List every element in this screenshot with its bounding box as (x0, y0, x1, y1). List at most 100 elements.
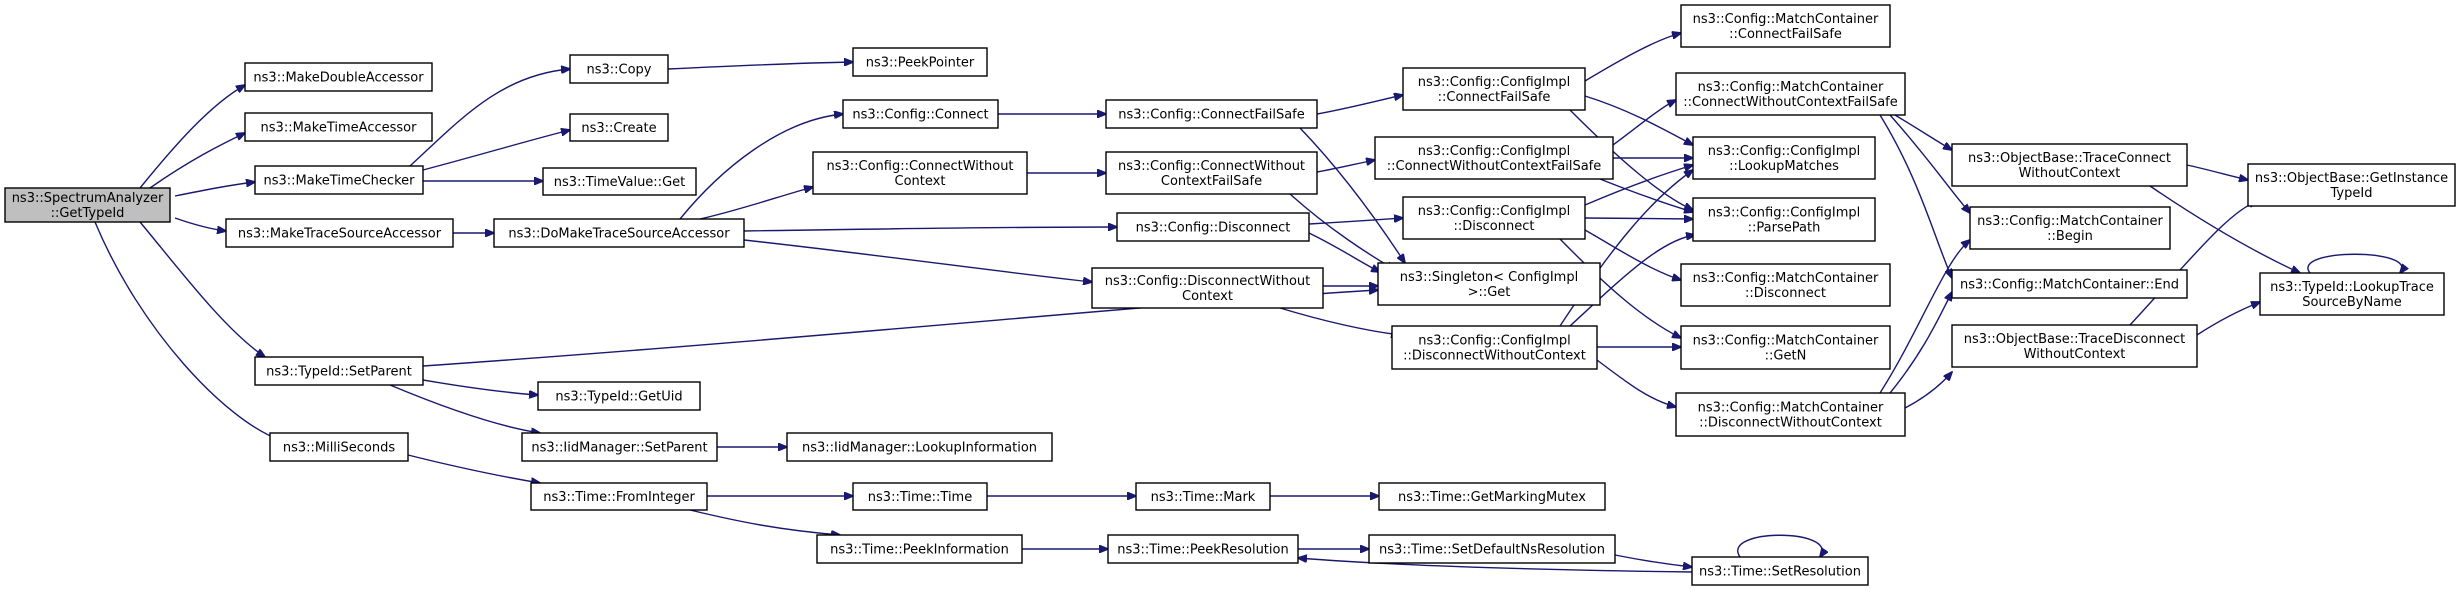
node-box (1402, 196, 1586, 240)
node-getmarkingmutex[interactable]: ns3::Time::GetMarkingMutex (1378, 482, 1606, 511)
node-mktimechk[interactable]: ns3::MakeTimeChecker (254, 165, 424, 195)
node-label: ::GetTypeId (51, 206, 125, 221)
node-box (1691, 556, 1869, 586)
node-timetime[interactable]: ns3::Time::Time (852, 482, 988, 511)
edge-implconnectfs-to-mcconnectfs (1584, 33, 1681, 82)
node-label: ns3::TypeId::SetParent (266, 365, 412, 380)
node-box (1135, 482, 1271, 511)
node-root[interactable]: ns3::SpectrumAnalyzer::GetTypeId (4, 187, 171, 223)
node-setdefaultns[interactable]: ns3::Time::SetDefaultNsResolution (1368, 534, 1616, 564)
node-mktimeacc[interactable]: ns3::MakeTimeAccessor (244, 112, 433, 142)
node-label: ns3::Time::SetDefaultNsResolution (1379, 543, 1605, 558)
node-label: ::Disconnect (1745, 286, 1826, 301)
edge-impldisconnect-to-lookupmatches (1584, 165, 1693, 206)
node-label: ns3::IidManager::LookupInformation (802, 441, 1037, 456)
node-iidsetparent[interactable]: ns3::IidManager::SetParent (521, 432, 718, 462)
node-box (1091, 267, 1324, 309)
node-mcconnectfs[interactable]: ns3::Config::MatchContainer::ConnectFail… (1680, 4, 1891, 48)
node-label: Context (895, 174, 946, 189)
node-millis[interactable]: ns3::MilliSeconds (269, 432, 409, 462)
edge-setdefaultns-to-setres (1614, 554, 1692, 567)
node-mcend[interactable]: ns3::Config::MatchContainer::End (1951, 269, 2188, 299)
edge-root-to-mktimechk (174, 182, 255, 197)
edge-typeidlookup-to-typeidlookup (2307, 253, 2402, 273)
edge-domaketrace-to-cfgconnectwoctx (699, 187, 813, 220)
node-mcdisconnectwoctx[interactable]: ns3::Config::MatchContainer::DisconnectW… (1675, 392, 1906, 437)
edge-frominteger-to-peekinfo (689, 509, 840, 535)
edge-millis-to-frominteger (407, 454, 540, 483)
node-mktrace[interactable]: ns3::MakeTraceSourceAccessor (225, 218, 454, 248)
node-label: ns3::Config::MatchContainer (1693, 12, 1879, 27)
node-cfgconnectwoctx[interactable]: ns3::Config::ConnectWithoutContext (812, 151, 1028, 195)
node-obtracedisconnectwoctx[interactable]: ns3::ObjectBase::TraceDisconnectWithoutC… (1951, 324, 2198, 368)
node-singleton[interactable]: ns3::Singleton< ConfigImpl>::Get (1377, 262, 1601, 306)
node-box (254, 356, 424, 386)
node-label: ns3::MakeTimeChecker (264, 174, 416, 189)
node-mcdisconnect[interactable]: ns3::Config::MatchContainer::Disconnect (1680, 263, 1891, 307)
node-setres[interactable]: ns3::Time::SetResolution (1691, 556, 1869, 586)
node-label: ::DisconnectWithoutContext (1403, 349, 1586, 364)
node-frominteger[interactable]: ns3::Time::FromInteger (530, 482, 708, 511)
edge-obtraceconnectwoctx-to-obgetinstance (2186, 164, 2248, 180)
node-label: ns3::Config::MatchContainer (1693, 334, 1879, 349)
node-label: ContextFailSafe (1161, 174, 1262, 189)
node-cfgconnect[interactable]: ns3::Config::Connect (842, 99, 999, 129)
node-implconnectfs[interactable]: ns3::Config::ConfigImpl::ConnectFailSafe (1402, 67, 1586, 111)
nodes: ns3::SpectrumAnalyzer::GetTypeIdns3::Mak… (4, 4, 2456, 586)
node-cfgconnectwoctxfs[interactable]: ns3::Config::ConnectWithoutContextFailSa… (1105, 151, 1318, 195)
node-mcgetn[interactable]: ns3::Config::MatchContainer::GetN (1680, 325, 1891, 370)
node-label: SourceByName (2302, 295, 2402, 310)
node-label: ns3::Config::MatchContainer (1977, 214, 2163, 229)
node-implconnectwoctxfs[interactable]: ns3::Config::ConfigImpl::ConnectWithoutC… (1374, 136, 1614, 180)
node-label: ns3::Config::Disconnect (1136, 221, 1291, 236)
node-box (1680, 263, 1891, 307)
node-lookupmatches[interactable]: ns3::Config::ConfigImpl::LookupMatches (1692, 136, 1876, 180)
node-cfgdisconnectwoctx[interactable]: ns3::Config::DisconnectWithoutContext (1091, 267, 1324, 309)
edges (94, 33, 2402, 573)
node-label: ::GetN (1765, 349, 1807, 364)
node-peekres[interactable]: ns3::Time::PeekResolution (1107, 534, 1299, 564)
node-peekpointer[interactable]: ns3::PeekPointer (852, 47, 988, 77)
node-label: ns3::ObjectBase::TraceConnect (1968, 151, 2171, 166)
node-label: ns3::Config::ConnectWithout (1118, 159, 1305, 174)
node-obtraceconnectwoctx[interactable]: ns3::ObjectBase::TraceConnectWithoutCont… (1951, 143, 2188, 187)
node-peekinfo[interactable]: ns3::Time::PeekInformation (816, 534, 1023, 564)
node-iidlookup[interactable]: ns3::IidManager::LookupInformation (786, 432, 1053, 462)
edge-cfgdisconnect-to-singleton (1308, 232, 1380, 272)
node-setparent[interactable]: ns3::TypeId::SetParent (254, 356, 424, 386)
node-cfgconnectfs[interactable]: ns3::Config::ConnectFailSafe (1105, 99, 1318, 129)
node-box (1374, 136, 1614, 180)
node-box (2247, 163, 2456, 207)
node-mcconnectwoctxfs[interactable]: ns3::Config::MatchContainer::ConnectWith… (1675, 72, 1906, 116)
node-domaketrace[interactable]: ns3::DoMakeTraceSourceAccessor (493, 218, 745, 248)
edge-domaketrace-to-cfgdisconnect (743, 227, 1117, 232)
node-label: Context (1182, 289, 1233, 304)
node-label: ns3::Config::MatchContainer::End (1960, 278, 2179, 293)
edge-root-to-mkdouble (139, 85, 245, 189)
node-mark[interactable]: ns3::Time::Mark (1135, 482, 1271, 511)
edge-mcconnectwoctxfs-to-obtraceconnectwoctx (1894, 114, 1952, 150)
edge-domaketrace-to-cfgconnect (679, 114, 843, 220)
node-box (1951, 143, 2188, 187)
node-parsepath[interactable]: ns3::Config::ConfigImpl::ParsePath (1692, 197, 1876, 242)
node-box (269, 432, 409, 462)
node-mkdouble[interactable]: ns3::MakeDoubleAccessor (244, 62, 433, 92)
node-box (1377, 262, 1601, 306)
edge-mcdisconnectwoctx-to-obtracedisconnectwoctx (1904, 372, 1952, 409)
edge-cfgdisconnectwoctx-to-impldisconnectwoctx (1279, 307, 1400, 335)
node-create[interactable]: ns3::Create (569, 113, 669, 142)
node-box (225, 218, 454, 248)
node-impldisconnectwoctx[interactable]: ns3::Config::ConfigImpl::DisconnectWitho… (1391, 325, 1598, 370)
node-getuid[interactable]: ns3::TypeId::GetUid (537, 381, 701, 411)
node-label: ns3::MakeTraceSourceAccessor (238, 227, 442, 242)
node-copy[interactable]: ns3::Copy (569, 54, 669, 84)
node-timevalueget[interactable]: ns3::TimeValue::Get (542, 167, 697, 196)
node-impldisconnect[interactable]: ns3::Config::ConfigImpl::Disconnect (1402, 196, 1586, 240)
node-label: ns3::Singleton< ConfigImpl (1400, 270, 1578, 285)
node-mcbegin[interactable]: ns3::Config::MatchContainer::Begin (1969, 206, 2171, 250)
node-label: ns3::Config::MatchContainer (1698, 80, 1884, 95)
node-cfgdisconnect[interactable]: ns3::Config::Disconnect (1116, 212, 1310, 242)
node-box (1107, 534, 1299, 564)
